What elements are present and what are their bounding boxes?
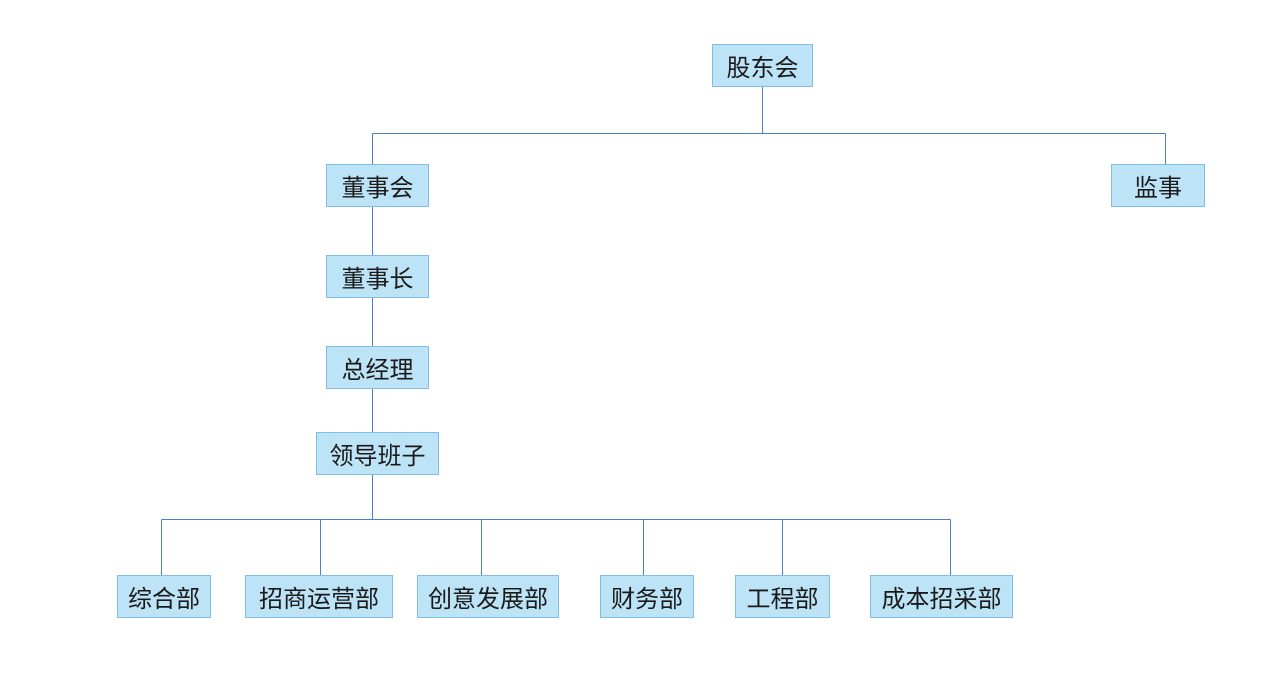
node-dept-finance: 财务部 [600,575,694,618]
node-dept-creative-development: 创意发展部 [417,575,559,618]
node-general-manager: 总经理 [326,346,429,389]
node-dept-general-affairs: 综合部 [117,575,211,618]
node-leadership-team: 领导班子 [316,432,439,475]
node-dept-leasing-operations: 招商运营部 [245,575,393,618]
node-board-of-directors: 董事会 [326,164,429,207]
node-chairman: 董事长 [326,255,429,298]
node-supervisor: 监事 [1111,164,1205,207]
node-dept-engineering: 工程部 [735,575,830,618]
node-shareholders-meeting: 股东会 [712,44,813,87]
node-dept-cost-procurement: 成本招采部 [870,575,1013,618]
